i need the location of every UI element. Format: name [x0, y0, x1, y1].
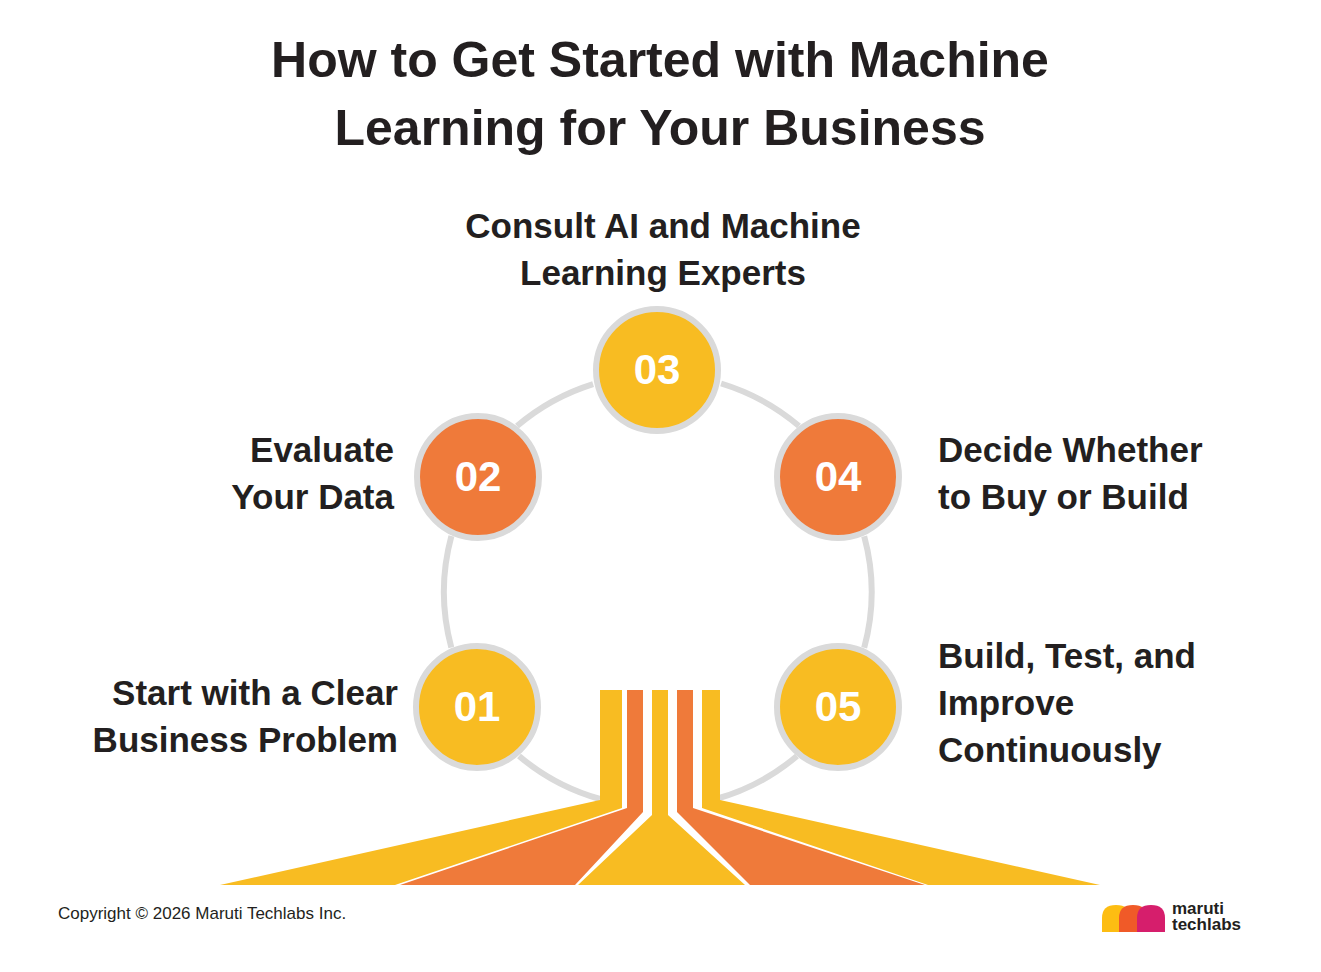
step-number: 02 [420, 419, 536, 535]
step-circle: 04Decide Whether to Buy or Build [774, 413, 902, 541]
logo-shape [1137, 905, 1165, 932]
ring-connector [444, 536, 451, 648]
step-circle: 02Evaluate Your Data [414, 413, 542, 541]
logo-text: maruti [1172, 900, 1224, 917]
step-heading: Start with a Clear Business Problem [58, 669, 398, 763]
step-number: 04 [780, 419, 896, 535]
step-number: 03 [599, 312, 715, 428]
ring-connector [864, 536, 871, 648]
step-number: 01 [419, 649, 535, 765]
step-heading: Consult AI and Machine Learning Experts [428, 202, 898, 296]
ring-arc [716, 756, 797, 799]
ring-arc [519, 756, 600, 799]
step-number: 05 [780, 649, 896, 765]
logo-text: techlabs [1172, 916, 1241, 933]
step-heading: Evaluate Your Data [194, 426, 394, 520]
diagram-title: How to Get Started with Machine Learning… [160, 26, 1160, 162]
step-circle: 05Build, Test, and Improve Continuously [774, 643, 902, 771]
step-circle: 03Consult AI and Machine Learning Expert… [593, 306, 721, 434]
step-heading: Build, Test, and Improve Continuously [938, 632, 1238, 773]
ring-connector [517, 384, 593, 426]
step-circle: 01Start with a Clear Business Problem [413, 643, 541, 771]
ring-connector [721, 384, 799, 427]
step-heading: Decide Whether to Buy or Build [938, 426, 1228, 520]
copyright-note: Copyright © 2026 Maruti Techlabs Inc. [58, 904, 346, 924]
